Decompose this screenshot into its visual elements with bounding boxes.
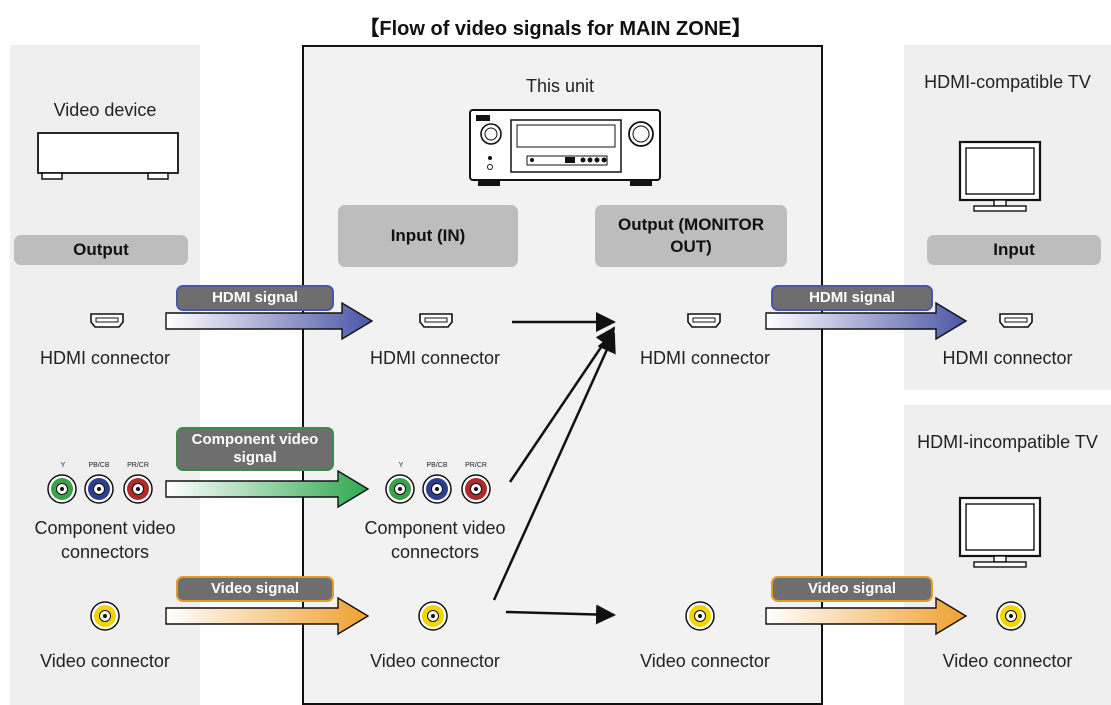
source-component-pr-icon <box>123 474 153 504</box>
unit-component-pr-icon <box>461 474 491 504</box>
route-component-to-hdmi-arrow <box>508 326 616 483</box>
pin-label-pr: PR/CR <box>127 462 149 469</box>
component-signal-tag: Component video signal <box>176 427 334 471</box>
source-video-label: Video connector <box>40 651 170 671</box>
video-signal-arrow-left <box>165 596 370 636</box>
hdmi-tv-icon <box>958 140 1042 213</box>
pin-label-pb: PB/CB <box>426 462 448 469</box>
source-component-y-icon <box>47 474 77 504</box>
source-component-label: Component video connectors <box>34 518 176 562</box>
tv-video-connector-icon <box>996 601 1026 631</box>
hdmi-tv-label: HDMI-compatible TV <box>924 72 1091 92</box>
pin-label-pr: PR/CR <box>465 462 487 469</box>
unit-output-video-connector-icon <box>685 601 715 631</box>
video-device-label: Video device <box>53 100 157 120</box>
video-signal-arrow-right <box>765 596 968 636</box>
unit-input-video-label: Video connector <box>370 651 500 671</box>
unit-output-header: Output (MONITOR OUT) <box>595 205 787 267</box>
hdmi-signal-arrow-right <box>765 301 968 341</box>
unit-input-component-label: Component video connectors <box>364 518 506 562</box>
tv-hdmi-connector-icon <box>999 313 1033 328</box>
unit-input-hdmi-connector-icon <box>419 313 453 328</box>
video-signal-tag-right: Video signal <box>771 576 933 602</box>
unit-input-header: Input (IN) <box>338 205 518 267</box>
pin-label-pb: PB/CB <box>88 462 110 469</box>
hdmi-signal-tag-right: HDMI signal <box>771 285 933 311</box>
source-video-connector-icon <box>90 601 120 631</box>
source-output-header: Output <box>14 235 188 265</box>
video-device-icon <box>37 132 179 180</box>
non-hdmi-tv-icon <box>958 496 1042 569</box>
unit-component-pb-icon <box>422 474 452 504</box>
hdmi-signal-arrow-left <box>165 301 374 341</box>
unit-input-video-connector-icon <box>418 601 448 631</box>
pin-label-y: Y <box>60 462 66 469</box>
diagram-title: 【Flow of video signals for MAIN ZONE】 <box>359 18 752 40</box>
tv-video-label: Video connector <box>942 651 1073 671</box>
unit-component-y-icon <box>385 474 415 504</box>
source-hdmi-label: HDMI connector <box>39 348 171 368</box>
source-component-pb-icon <box>84 474 114 504</box>
unit-output-hdmi-connector-icon <box>687 313 721 328</box>
video-signal-tag-left: Video signal <box>176 576 334 602</box>
route-video-arrow <box>505 604 616 625</box>
pin-label-y: Y <box>398 462 404 469</box>
component-signal-arrow <box>165 469 370 509</box>
route-video-to-hdmi-arrow <box>492 332 616 601</box>
hdmi-signal-tag-left: HDMI signal <box>176 285 334 311</box>
unit-output-hdmi-label: HDMI connector <box>639 348 771 368</box>
av-receiver-icon <box>469 109 661 186</box>
unit-input-hdmi-label: HDMI connector <box>369 348 501 368</box>
non-hdmi-tv-label: HDMI-incompatible TV <box>917 432 1098 452</box>
this-unit-label: This unit <box>525 76 595 96</box>
source-hdmi-connector-icon <box>90 313 124 328</box>
unit-output-video-label: Video connector <box>640 651 770 671</box>
tv-hdmi-label: HDMI connector <box>942 348 1073 368</box>
tv-input-header: Input <box>927 235 1101 265</box>
